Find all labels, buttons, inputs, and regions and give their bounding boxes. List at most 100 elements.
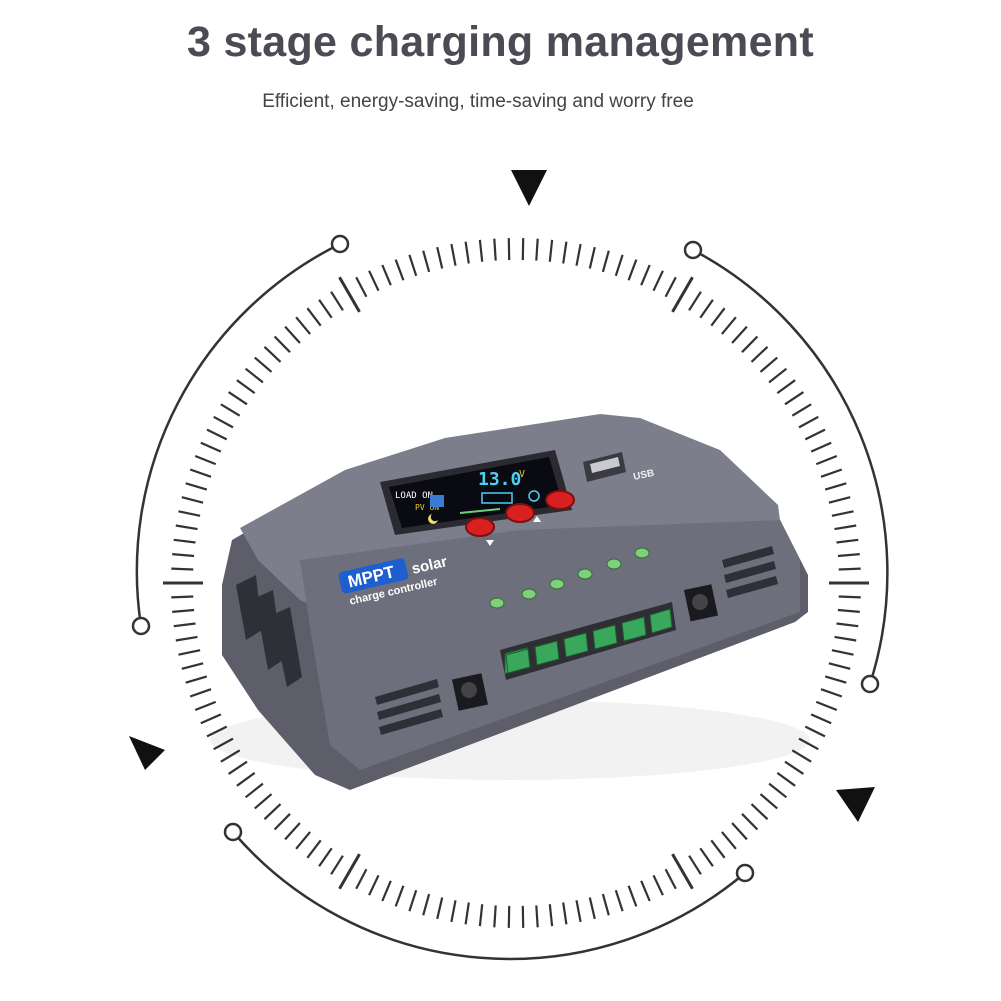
gauge-tick bbox=[798, 415, 819, 429]
gauge-tick bbox=[836, 622, 859, 628]
gauge-tick bbox=[784, 391, 805, 406]
gauge-tick bbox=[478, 239, 484, 262]
gauge-tick bbox=[640, 880, 651, 902]
gauge-tick bbox=[750, 803, 769, 821]
gauge-tick bbox=[464, 241, 470, 264]
gauge-tick bbox=[295, 831, 311, 850]
gauge-tick bbox=[776, 772, 796, 787]
gauge-tick bbox=[173, 622, 196, 628]
gauge-tick bbox=[815, 454, 838, 466]
gauge-tick bbox=[493, 238, 497, 261]
gauge-tick bbox=[330, 855, 344, 875]
gauge-tick bbox=[588, 246, 596, 269]
gauge-tick bbox=[178, 649, 201, 656]
gauge-tick bbox=[741, 813, 759, 831]
gauge-tick bbox=[671, 276, 694, 313]
gauge-tick bbox=[394, 885, 405, 907]
gauge-tick bbox=[194, 700, 217, 712]
gauge-tick bbox=[254, 793, 273, 810]
gauge-tick bbox=[575, 243, 582, 266]
gauge-tick bbox=[450, 243, 457, 266]
gauge-tick bbox=[815, 700, 838, 712]
gauge-tick bbox=[759, 356, 778, 373]
down-button[interactable] bbox=[545, 490, 575, 510]
menu-button[interactable] bbox=[465, 517, 495, 537]
gauge-tick bbox=[820, 468, 843, 478]
page-subtitle: Efficient, energy-saving, time-saving an… bbox=[262, 91, 694, 112]
gauge-tick bbox=[652, 874, 664, 896]
gauge-tick bbox=[824, 482, 847, 491]
gauge-tick bbox=[837, 553, 860, 558]
gauge-tick bbox=[828, 496, 851, 504]
gauge-tick bbox=[295, 316, 311, 335]
gauge-tick bbox=[837, 608, 860, 613]
gauge-ring-icon bbox=[163, 238, 869, 928]
gauge-tick bbox=[614, 254, 624, 277]
gauge-tick bbox=[601, 893, 610, 916]
battery-icon bbox=[481, 492, 513, 504]
moon-icon bbox=[428, 514, 438, 524]
solar-panel-icon bbox=[430, 495, 444, 507]
gauge-tick bbox=[562, 902, 568, 925]
gauge-tick bbox=[338, 276, 361, 313]
gauge-tick bbox=[263, 345, 282, 363]
gauge-tick bbox=[181, 662, 204, 670]
gauge-tick bbox=[181, 496, 204, 504]
gauge-tick bbox=[640, 264, 651, 286]
gauge-tick bbox=[699, 299, 714, 319]
gauge-tick bbox=[671, 853, 694, 890]
gauge-tick bbox=[575, 900, 582, 923]
status-leds bbox=[489, 547, 650, 609]
gauge-tick bbox=[699, 847, 714, 867]
gauge-tick bbox=[175, 524, 198, 531]
up-glyph-icon bbox=[533, 516, 541, 522]
gauge-tick bbox=[408, 254, 418, 277]
gauge-tick bbox=[355, 276, 368, 298]
usb-port-icon[interactable]: USB bbox=[583, 452, 655, 483]
gauge-tick bbox=[171, 595, 194, 599]
gauge-tick bbox=[831, 510, 854, 517]
gauge-tick bbox=[178, 510, 201, 517]
gauge-tick bbox=[244, 782, 264, 799]
gauge-tick bbox=[200, 441, 222, 453]
ring-dot-icon bbox=[131, 234, 880, 883]
gauge-tick bbox=[824, 675, 847, 684]
gauge-tick bbox=[784, 760, 805, 775]
gauge-tick bbox=[284, 325, 301, 344]
gauge-tick bbox=[731, 822, 748, 841]
gauge-tick bbox=[627, 885, 638, 907]
gauge-tick bbox=[838, 595, 861, 599]
gauge-tick bbox=[614, 889, 624, 912]
gauge-tick bbox=[273, 335, 291, 353]
gauge-tick bbox=[710, 839, 726, 859]
gauge-tick bbox=[450, 900, 457, 923]
up-button[interactable] bbox=[505, 503, 535, 523]
dc-socket-icon bbox=[452, 584, 718, 711]
gauge-tick bbox=[213, 737, 234, 751]
gauge-tick bbox=[768, 782, 788, 799]
gauge-tick bbox=[750, 345, 769, 363]
gauge-tick bbox=[422, 893, 431, 916]
gauge-tick bbox=[768, 367, 788, 384]
gauge-tick bbox=[478, 904, 484, 927]
lcd-load-status: LOAD ON bbox=[395, 491, 433, 501]
gauge-tick bbox=[173, 538, 196, 544]
gauge-tick bbox=[206, 725, 228, 738]
gauge-tick bbox=[185, 482, 208, 491]
gauge-tick bbox=[213, 415, 234, 429]
gauge-tick bbox=[254, 356, 273, 373]
gauge-tick bbox=[436, 897, 444, 920]
lcd-pv-status: PV ON bbox=[415, 503, 439, 512]
gauge-tick bbox=[664, 868, 677, 890]
terminal-block bbox=[500, 602, 676, 680]
gauge-tick bbox=[408, 889, 418, 912]
solar-charge-controller: LOAD ON PV ON 13.0 V USB MPPT bbox=[210, 414, 810, 790]
gauge-tick bbox=[798, 737, 819, 751]
outer-arcs bbox=[135, 242, 889, 961]
gauge-tick bbox=[338, 853, 361, 890]
gauge-tick bbox=[834, 524, 857, 531]
gauge-tick bbox=[306, 307, 322, 327]
gauge-tick bbox=[562, 241, 568, 264]
page-title: 3 stage charging management bbox=[186, 18, 814, 66]
